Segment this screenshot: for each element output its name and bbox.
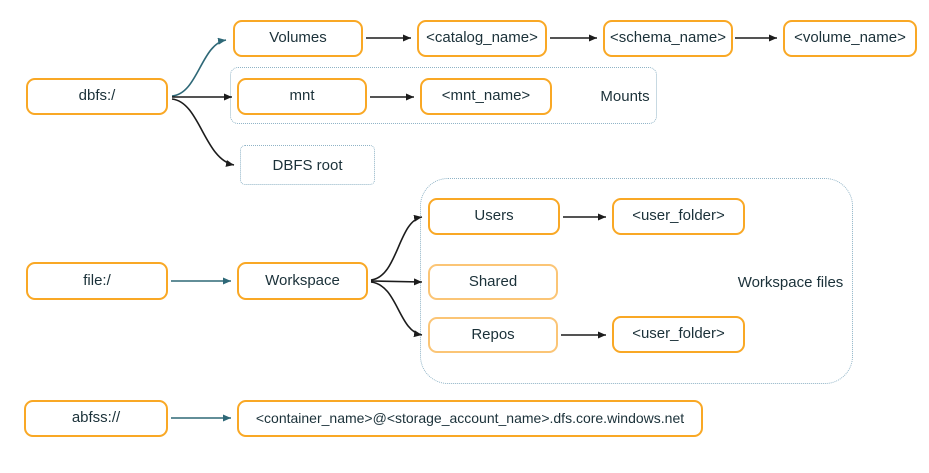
edge-dbfs-volumes [171,37,227,97]
node-volumes: Volumes [233,20,363,57]
node-container-path: <container_name>@<storage_account_name>.… [237,400,703,437]
node-mnt-name: <mnt_name> [420,78,552,115]
node-abfss: abfss:// [24,400,168,437]
node-shared: Shared [428,264,558,300]
workspace-files-group-label: Workspace files [737,273,844,291]
edge-workspace-repos [370,281,423,338]
node-users: Users [428,198,560,235]
edge-workspace-users [370,214,423,281]
node-dbfs-root: DBFS root [240,145,375,185]
edge-dbfs-dbfsroot [171,98,235,167]
node-user-folder-bottom: <user_folder> [612,316,745,353]
mounts-group-label: Mounts [600,88,650,105]
node-schema-name: <schema_name> [603,20,733,57]
node-dbfs: dbfs:/ [26,78,168,115]
edge-workspace-shared [370,278,423,286]
node-mnt: mnt [237,78,367,115]
node-repos: Repos [428,317,558,353]
node-file: file:/ [26,262,168,300]
node-workspace: Workspace [237,262,368,300]
node-user-folder-top: <user_folder> [612,198,745,235]
node-catalog-name: <catalog_name> [417,20,547,57]
node-volume-name: <volume_name> [783,20,917,57]
